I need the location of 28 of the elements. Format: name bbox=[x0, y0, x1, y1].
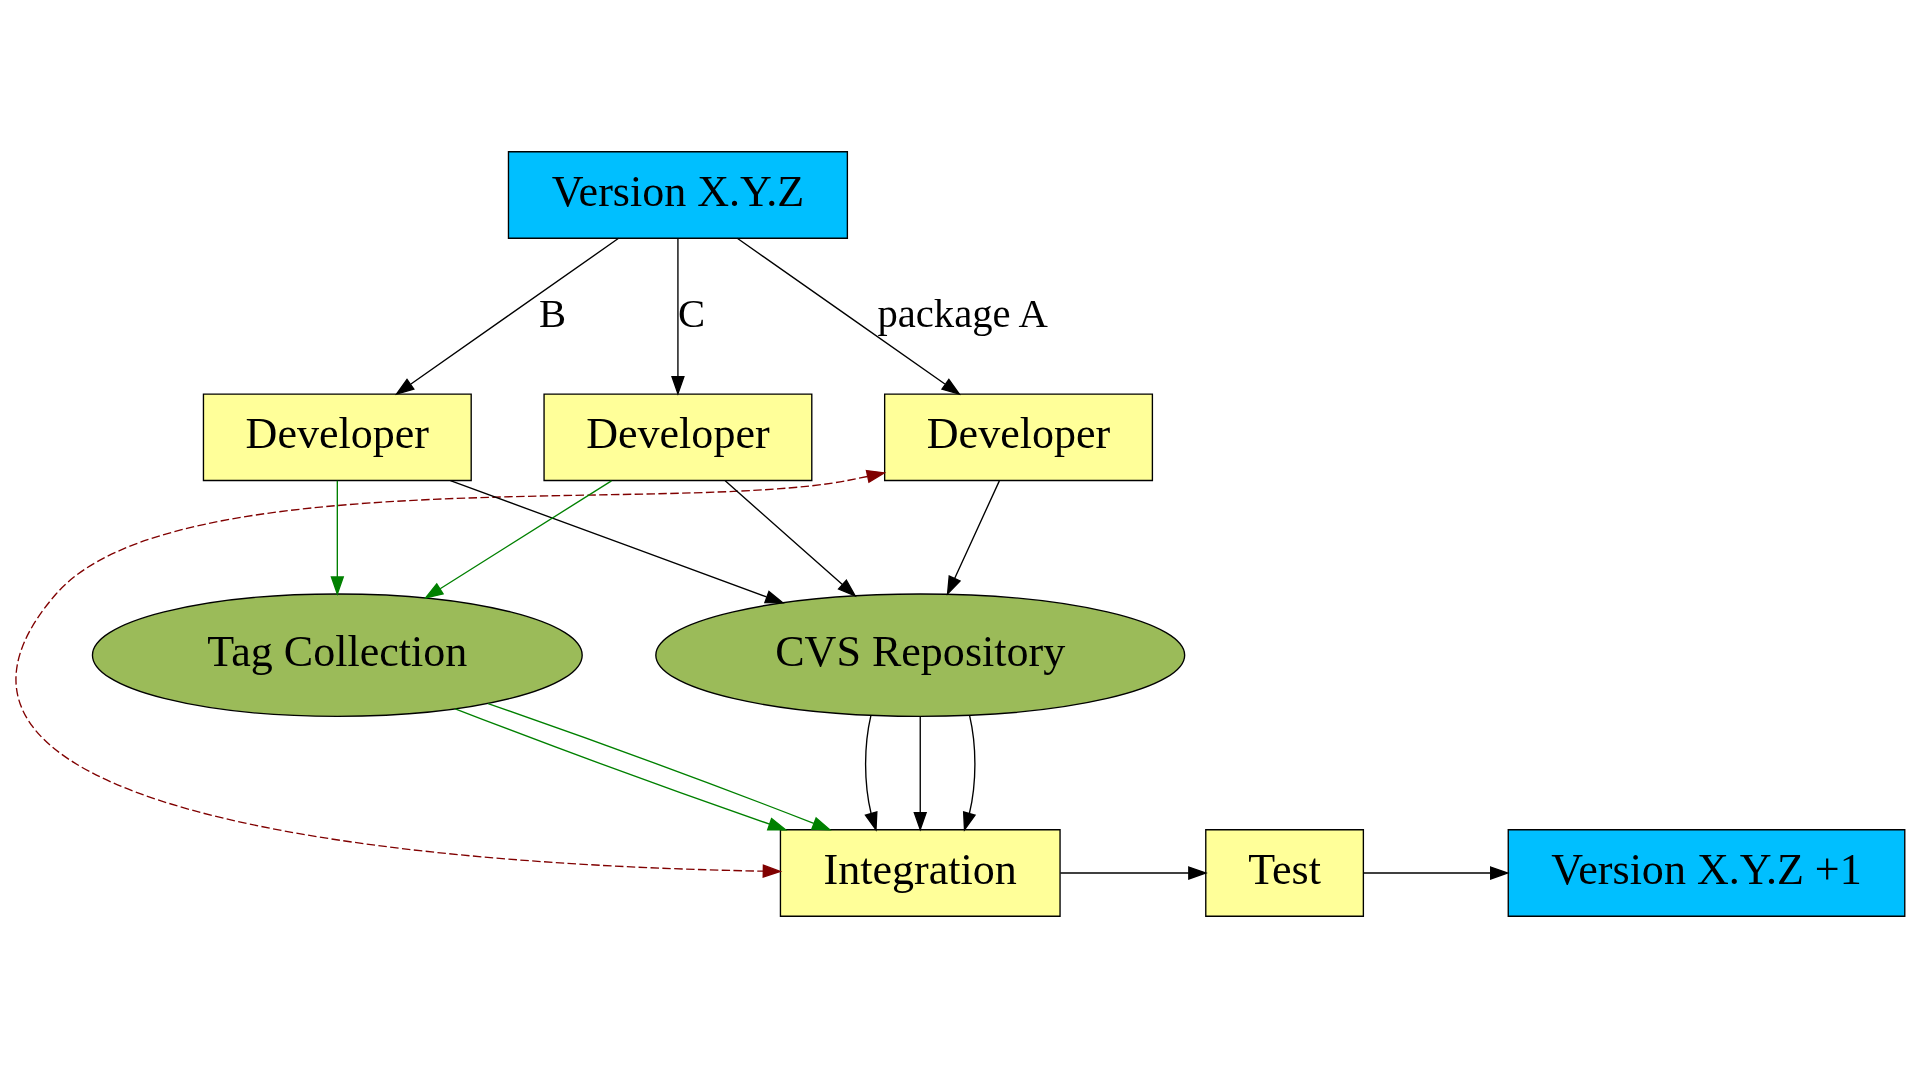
edge-label: package A bbox=[877, 290, 1048, 336]
arrow bbox=[864, 714, 878, 832]
arrow bbox=[1059, 865, 1208, 880]
arrow bbox=[454, 707, 788, 830]
node-box: Developer bbox=[202, 392, 472, 481]
arrow bbox=[1363, 865, 1510, 880]
node-box: Version X.Y.Z +1 bbox=[1507, 828, 1906, 917]
node-ellipse: Tag Collection bbox=[91, 592, 583, 717]
node-ellipse: CVS Repository bbox=[655, 592, 1186, 717]
arrow bbox=[724, 479, 857, 597]
node-box: Integration bbox=[779, 828, 1061, 917]
node-box: Developer bbox=[884, 392, 1154, 481]
arrow bbox=[449, 479, 785, 604]
arrow bbox=[913, 715, 928, 832]
arrow bbox=[946, 479, 1001, 596]
arrow bbox=[423, 479, 613, 599]
arrow bbox=[330, 479, 345, 596]
arrow bbox=[487, 702, 832, 830]
node-box: Developer bbox=[543, 392, 813, 481]
arrow bbox=[962, 714, 977, 832]
node-box: Test bbox=[1205, 828, 1365, 917]
node-box: Version X.Y.Z bbox=[507, 150, 849, 239]
arrow bbox=[394, 237, 620, 395]
arrow bbox=[736, 237, 961, 395]
arrow bbox=[671, 237, 685, 396]
arrow bbox=[16, 469, 887, 878]
edge-label: B bbox=[538, 290, 567, 336]
edge-label: C bbox=[677, 290, 706, 336]
